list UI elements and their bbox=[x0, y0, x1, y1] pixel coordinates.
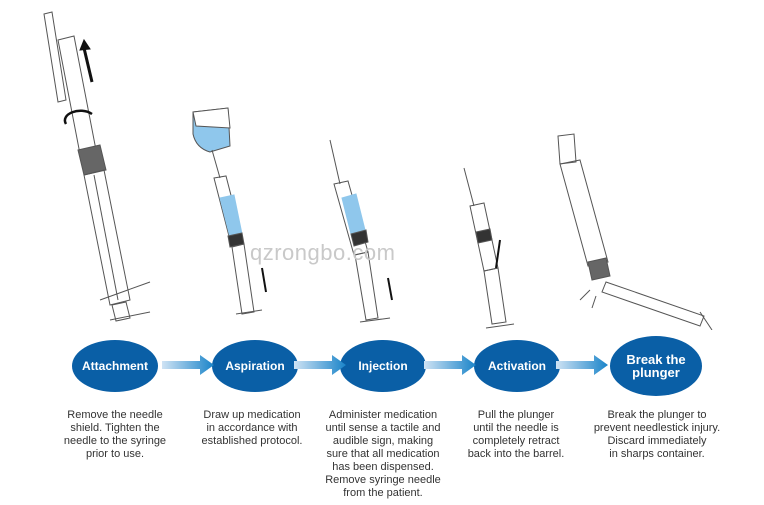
broken-plunger-illustration bbox=[557, 133, 713, 330]
step-title: Activation bbox=[487, 358, 546, 373]
step-activation-circle: Activation bbox=[474, 340, 560, 392]
activation-syringe-illustration bbox=[463, 167, 515, 329]
arrow-right-icon bbox=[556, 355, 608, 375]
up-arrow-icon bbox=[495, 239, 501, 269]
step-injection-circle: Injection bbox=[340, 340, 426, 392]
step-title: Aspiration bbox=[225, 358, 285, 373]
rotate-icon bbox=[63, 109, 93, 125]
step-injection-description: Administer medication until sense a tact… bbox=[325, 409, 441, 499]
arrow-right-icon bbox=[424, 355, 476, 375]
step-aspiration-circle: Aspiration bbox=[212, 340, 298, 392]
up-arrow-icon bbox=[82, 47, 94, 83]
syringe-illustrations bbox=[43, 11, 713, 330]
arrow-right-icon bbox=[294, 355, 346, 375]
step-activation-description: Pull the plunger until the needle is com… bbox=[467, 409, 565, 460]
step-title: Attachment bbox=[81, 358, 148, 373]
step-aspiration-description: Draw up medication in accordance with es… bbox=[201, 409, 303, 447]
injection-syringe-illustration bbox=[329, 139, 391, 323]
up-arrow-icon bbox=[387, 277, 393, 301]
step-break-plunger-description: Break the plunger to prevent needlestick… bbox=[593, 409, 721, 460]
down-arrow-icon bbox=[261, 267, 267, 293]
arrow-right-icon bbox=[162, 355, 214, 375]
step-title: Break the plunger bbox=[626, 352, 686, 380]
aspiration-syringe-illustration bbox=[192, 107, 263, 315]
attachment-syringe-illustration bbox=[43, 11, 151, 322]
step-attachment-description: Remove the needle shield. Tighten the ne… bbox=[63, 409, 167, 460]
step-attachment-circle: Attachment bbox=[72, 340, 158, 392]
watermark: qzrongbo.com bbox=[250, 240, 396, 265]
step-title: Injection bbox=[358, 358, 408, 373]
step-break-plunger-circle: Break the plunger bbox=[610, 336, 702, 396]
